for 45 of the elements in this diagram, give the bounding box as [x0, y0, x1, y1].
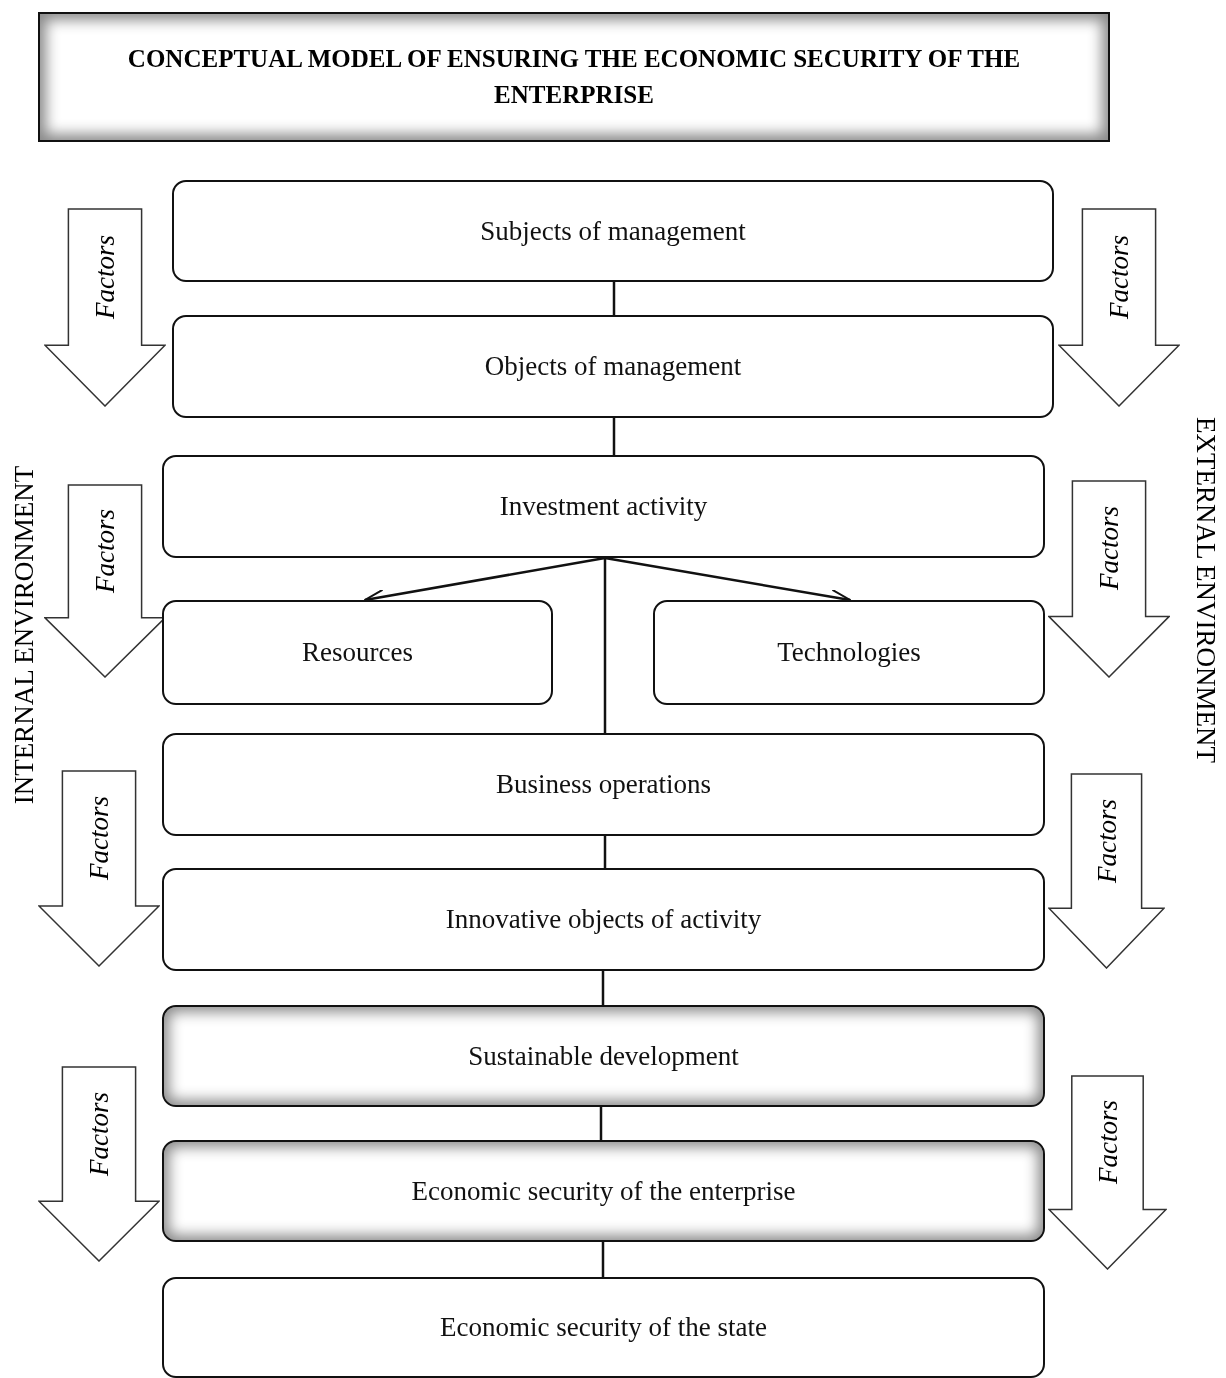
side-label: INTERNAL ENVIRONMENT	[8, 465, 40, 805]
connector-line	[603, 836, 607, 868]
connector-line	[601, 971, 605, 1005]
process-box	[172, 315, 1054, 418]
down-arrow-shape	[1058, 208, 1180, 407]
connector-line	[599, 1107, 603, 1140]
box-label: Resources	[302, 637, 413, 668]
down-arrow-shape	[38, 770, 160, 967]
connector-line	[612, 282, 616, 315]
process-box	[162, 1140, 1045, 1242]
arrow-label: Factors	[1093, 506, 1125, 591]
box-label: Investment activity	[499, 491, 708, 522]
arrow-label: Factors	[89, 234, 121, 319]
arrow-label: Factors	[1091, 798, 1122, 883]
arrow-label: Factors	[83, 795, 115, 880]
arrow-label: Factors	[1103, 234, 1135, 319]
process-box	[162, 733, 1045, 836]
down-arrow-shape	[44, 208, 166, 407]
connector-line	[601, 1242, 605, 1277]
connector-line	[603, 558, 607, 733]
arrow-label: Factors	[1092, 1100, 1123, 1185]
connector-line	[612, 418, 616, 455]
down-arrow-shape	[1048, 480, 1170, 678]
process-box	[162, 600, 553, 705]
process-box	[162, 1005, 1045, 1107]
box-label: Sustainable development	[468, 1040, 739, 1072]
box-label: Innovative objects of activity	[445, 904, 762, 935]
box-label: Business operations	[495, 769, 712, 800]
down-arrow-shape	[38, 1066, 160, 1262]
down-arrow-shape	[1048, 773, 1165, 969]
box-label: Economic security of the enterprise	[411, 1175, 796, 1207]
arrow-label: Factors	[89, 508, 121, 593]
box-label: Economic security of the state	[440, 1312, 767, 1343]
down-arrow-shape	[1048, 1075, 1167, 1270]
box-label: Subjects of management	[480, 215, 746, 247]
title-text: CONCEPTUAL MODEL OF ENSURING THE ECONOMIC SECURITY OF THE ENTERPRISE	[126, 43, 1022, 110]
box-label: Technologies	[777, 637, 921, 668]
process-box	[172, 180, 1054, 282]
process-box	[162, 1277, 1045, 1378]
box-label: Objects of management	[484, 351, 742, 382]
process-box	[162, 868, 1045, 971]
process-box	[653, 600, 1045, 705]
arrow-label: Factors	[83, 1091, 115, 1176]
process-box	[162, 455, 1045, 558]
side-label: EXTERNAL ENVIRONMENT	[1189, 416, 1221, 764]
